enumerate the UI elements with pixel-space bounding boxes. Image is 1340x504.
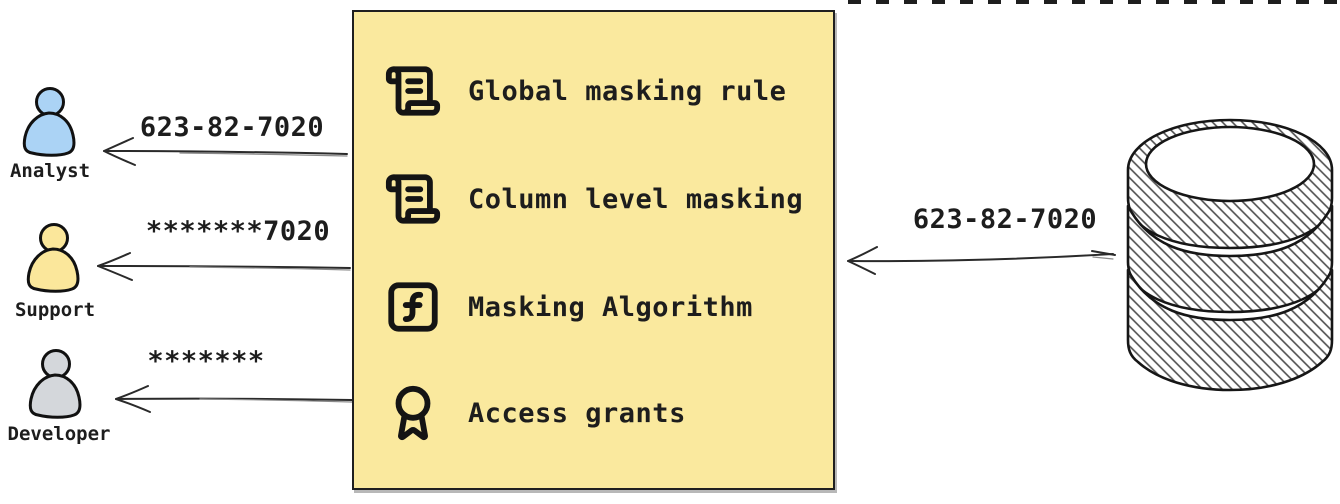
analyst-person-icon — [22, 87, 76, 157]
arrow-to-developer — [115, 385, 353, 413]
support-received-value: *******7020 — [145, 216, 331, 247]
rule-box-item: Column level masking — [384, 170, 803, 228]
award-icon — [395, 385, 431, 440]
developer-received-value: ******* — [147, 346, 265, 377]
database-icon — [1126, 118, 1334, 392]
support-label: Support — [14, 299, 96, 321]
rule-box-item-label: Access grants — [468, 397, 686, 429]
arrow-to-support — [97, 252, 351, 281]
scroll-text-icon — [385, 174, 441, 224]
rule-box-item-label: Global masking rule — [468, 75, 787, 107]
function-square-icon — [388, 282, 438, 332]
rule-box-item: Global masking rule — [384, 62, 786, 120]
analyst-received-value: 623-82-7020 — [139, 112, 325, 143]
rule-box-item-label: Masking Algorithm — [468, 291, 753, 323]
arrow-from-database — [847, 246, 1116, 275]
support-person-icon — [26, 223, 80, 293]
rule-box-item-label: Column level masking — [468, 183, 804, 215]
developer-person-icon — [28, 349, 82, 419]
analyst-label: Analyst — [9, 160, 91, 182]
rule-box-item: Masking Algorithm — [384, 278, 753, 336]
database-sent-value: 623-82-7020 — [912, 204, 1098, 235]
masking-rule-box: Global masking rule Column level masking… — [352, 10, 835, 490]
developer-label: Developer — [7, 423, 111, 445]
rule-box-item: Access grants — [384, 384, 686, 442]
scroll-text-icon — [385, 66, 441, 116]
